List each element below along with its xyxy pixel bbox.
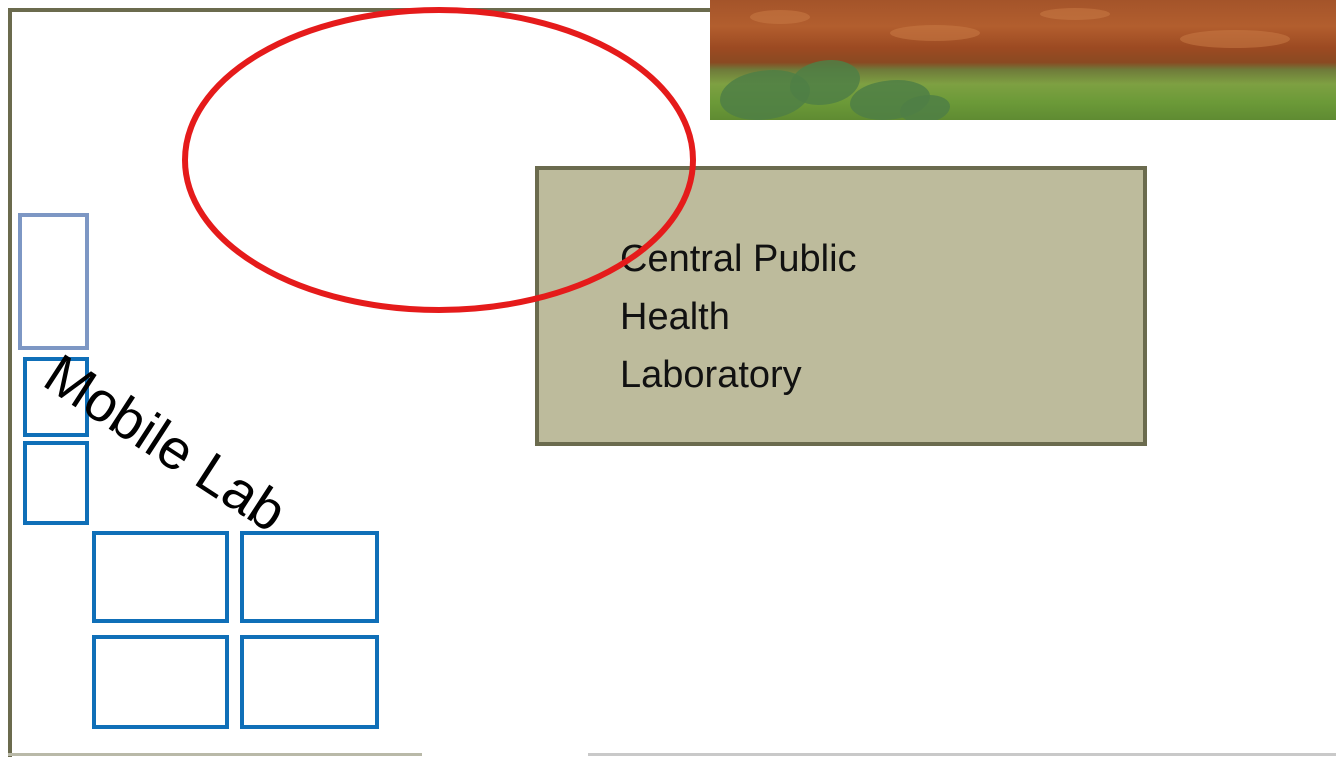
compound-boundary-top (8, 8, 710, 12)
room-block-top (18, 213, 89, 350)
compound-boundary-left (8, 8, 12, 757)
room-block-row2-right (240, 635, 379, 729)
compound-boundary-bottom-left (8, 753, 422, 756)
site-photo (710, 0, 1336, 120)
central-lab-label-line-2: Health (620, 288, 1000, 346)
room-block-row1-left (92, 531, 229, 623)
compound-boundary-bottom-right (588, 753, 1336, 756)
room-block-row2-left (92, 635, 229, 729)
central-lab-label: Central Public Health Laboratory (620, 230, 1000, 404)
room-block-small-2 (23, 441, 89, 525)
central-lab-label-line-1: Central Public (620, 230, 1000, 288)
room-block-row1-right (240, 531, 379, 623)
central-lab-label-line-3: Laboratory (620, 346, 1000, 404)
